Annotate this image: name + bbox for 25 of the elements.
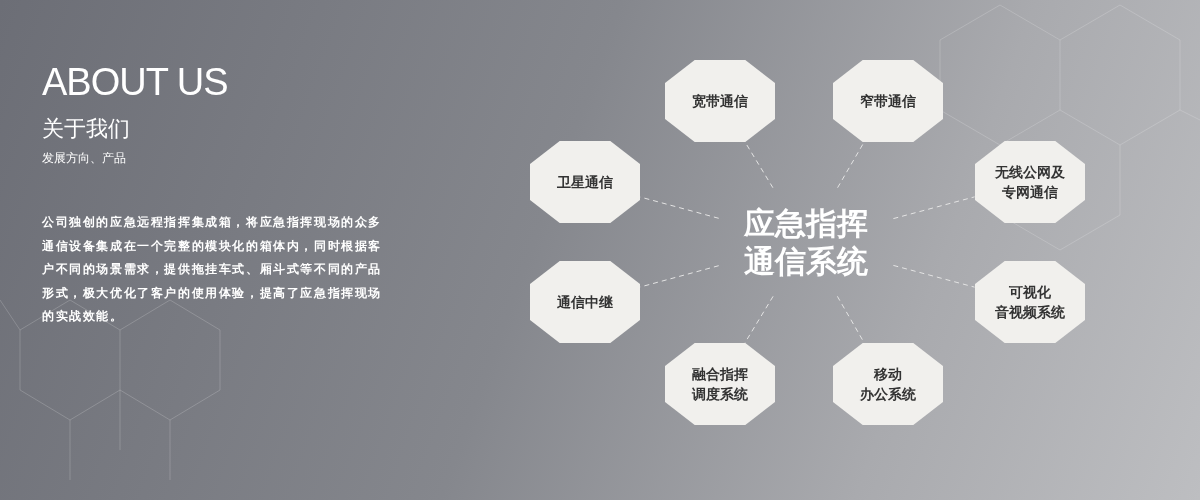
octagon-node [975,261,1085,343]
node-label: 宽带通信 [692,92,748,111]
connector-line [892,264,976,288]
center-title: 应急指挥通信系统 [744,204,868,280]
node-label: 窄带通信 [860,92,916,111]
connector-line [744,295,774,344]
paragraph: 公司独创的应急远程指挥集成箱，将应急指挥现场的众多通信设备集成在一个完整的模块化的箱体内，同时根据客户不同的场景需求，提供拖挂车式、厢斗式等不同的产品形式，极大优化了客户的使用体验，提高了应急指挥现场的实战效能。 [42,214,383,325]
subheading: 发展方向、产品 [42,150,126,167]
node-label: 通信中继 [557,293,613,312]
title: ABOUT US [42,60,228,104]
octagon-node [833,60,943,142]
octagon-node [530,141,640,223]
connector-line [837,141,865,189]
octagon-node [665,60,775,142]
node-label: 无线公网及专网通信 [995,163,1065,202]
octagon-node [530,261,640,343]
octagon-node [665,343,775,425]
node-label: 卫星通信 [557,173,613,192]
octagon-node [975,141,1085,223]
connector-line [892,196,976,220]
node-label: 融合指挥调度系统 [692,365,748,404]
node-label: 移动办公系统 [860,365,916,404]
subtitle: 关于我们 [42,115,130,143]
octagon-node [833,343,943,425]
node-label: 可视化音视频系统 [995,283,1065,322]
